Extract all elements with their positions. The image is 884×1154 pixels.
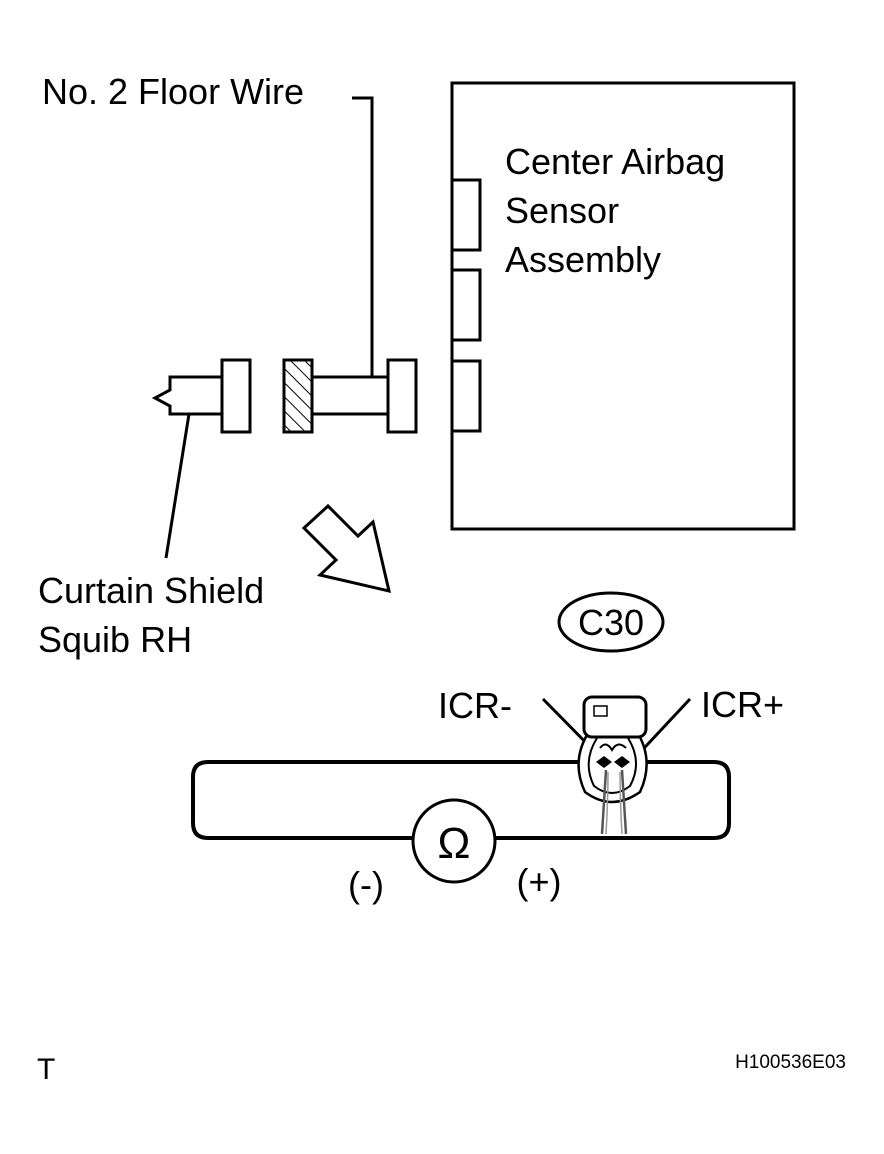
squib-label-line-2: Squib RH bbox=[38, 619, 192, 660]
terminal-plus-label: ICR+ bbox=[701, 684, 784, 725]
lead-minus-label: (-) bbox=[348, 864, 384, 905]
ohmmeter-symbol: Ω bbox=[438, 819, 471, 868]
sensor-label-line-3: Assembly bbox=[505, 239, 661, 280]
corner-mark: T bbox=[37, 1053, 55, 1086]
lead-plus-label: (+) bbox=[517, 861, 562, 902]
sensor-connector-slot-1 bbox=[450, 178, 482, 252]
floor-wire-connector-hatched bbox=[282, 358, 314, 434]
ohmmeter-icon: Ω bbox=[411, 798, 497, 884]
floor-wire-end-connector bbox=[386, 358, 418, 434]
test-lead-loop bbox=[191, 760, 731, 840]
sensor-assembly-box bbox=[450, 81, 796, 531]
floor-wire-harness bbox=[310, 375, 390, 416]
figure-id: H100536E03 bbox=[735, 1052, 846, 1073]
floor-wire-label: No. 2 Floor Wire bbox=[42, 71, 304, 112]
connector-code-label: C30 bbox=[578, 602, 644, 643]
squib-label-line-1: Curtain Shield bbox=[38, 570, 264, 611]
connector-c30 bbox=[577, 695, 648, 835]
sensor-label-line-2: Sensor bbox=[505, 190, 619, 231]
sensor-connector-slot-2 bbox=[450, 268, 482, 342]
sensor-connector-slot-3 bbox=[450, 359, 482, 433]
squib-leader bbox=[164, 413, 191, 559]
squib-connector bbox=[220, 358, 252, 434]
sensor-label-line-1: Center Airbag bbox=[505, 141, 725, 182]
squib-plug-body bbox=[151, 375, 222, 416]
terminal-minus-label: ICR- bbox=[438, 685, 512, 726]
down-right-arrow-icon bbox=[301, 503, 392, 594]
floor-wire-leader bbox=[352, 96, 374, 378]
connector-code-ellipse bbox=[557, 591, 665, 653]
